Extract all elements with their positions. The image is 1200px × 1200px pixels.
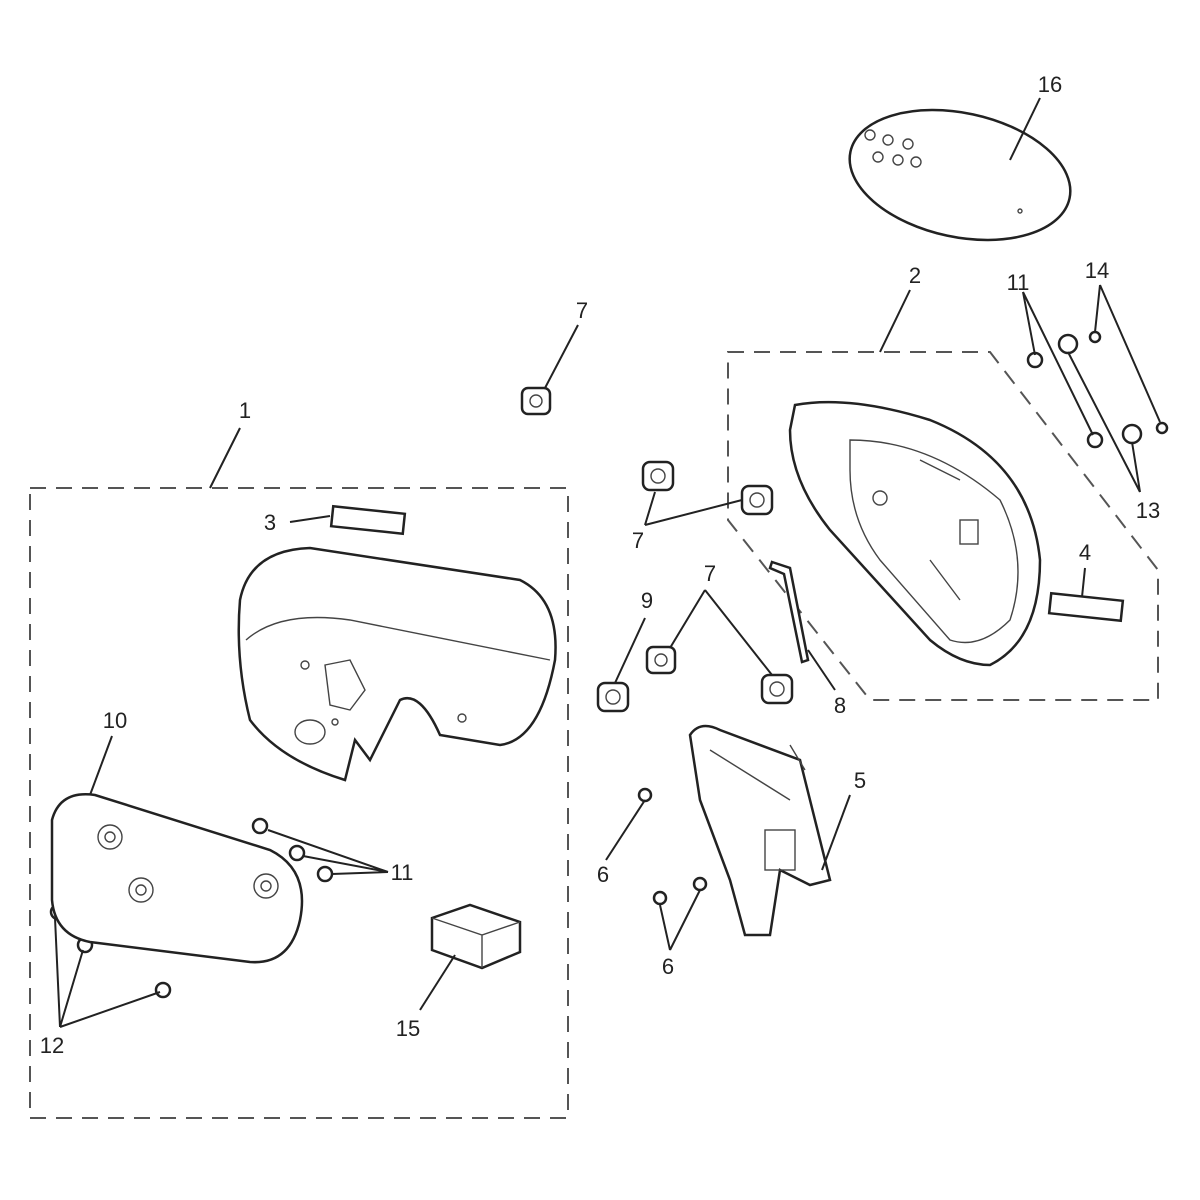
part-10-backplate	[50, 793, 304, 964]
part-2-housing	[788, 400, 1042, 667]
part-16-plate	[848, 108, 1072, 242]
callout-label-6: 6	[662, 954, 674, 979]
callout-label-7: 7	[632, 528, 644, 553]
part-5-bracket	[688, 724, 832, 937]
callout-label-4: 4	[1079, 540, 1091, 565]
part-3-label	[329, 504, 407, 536]
callout-label-6: 6	[597, 862, 609, 887]
callout-label-3: 3	[264, 510, 276, 535]
callout-label-2: 2	[909, 263, 921, 288]
callout-label-11: 11	[391, 860, 414, 885]
callout-label-8: 8	[834, 693, 846, 718]
part-8-hex-key	[768, 560, 810, 664]
callout-label-7: 7	[576, 298, 588, 323]
callout-label-16: 16	[1038, 72, 1062, 97]
assembly-2-boundary	[727, 351, 1159, 701]
part-4-label	[1047, 591, 1125, 623]
part-1-cover	[237, 546, 557, 782]
callout-label-9: 9	[641, 588, 653, 613]
grommets	[520, 386, 794, 713]
callout-label-5: 5	[854, 768, 866, 793]
callout-label-10: 10	[103, 708, 127, 733]
callout-label-15: 15	[396, 1016, 420, 1041]
leader-lines	[54, 97, 1161, 1028]
callout-label-1: 1	[239, 398, 251, 423]
callout-label-12: 12	[40, 1033, 64, 1058]
callout-label-14: 14	[1085, 258, 1109, 283]
callout-label-13: 13	[1136, 498, 1160, 523]
part-15-pack	[430, 903, 522, 970]
callout-label-7: 7	[704, 561, 716, 586]
callout-label-11: 11	[1007, 270, 1030, 295]
